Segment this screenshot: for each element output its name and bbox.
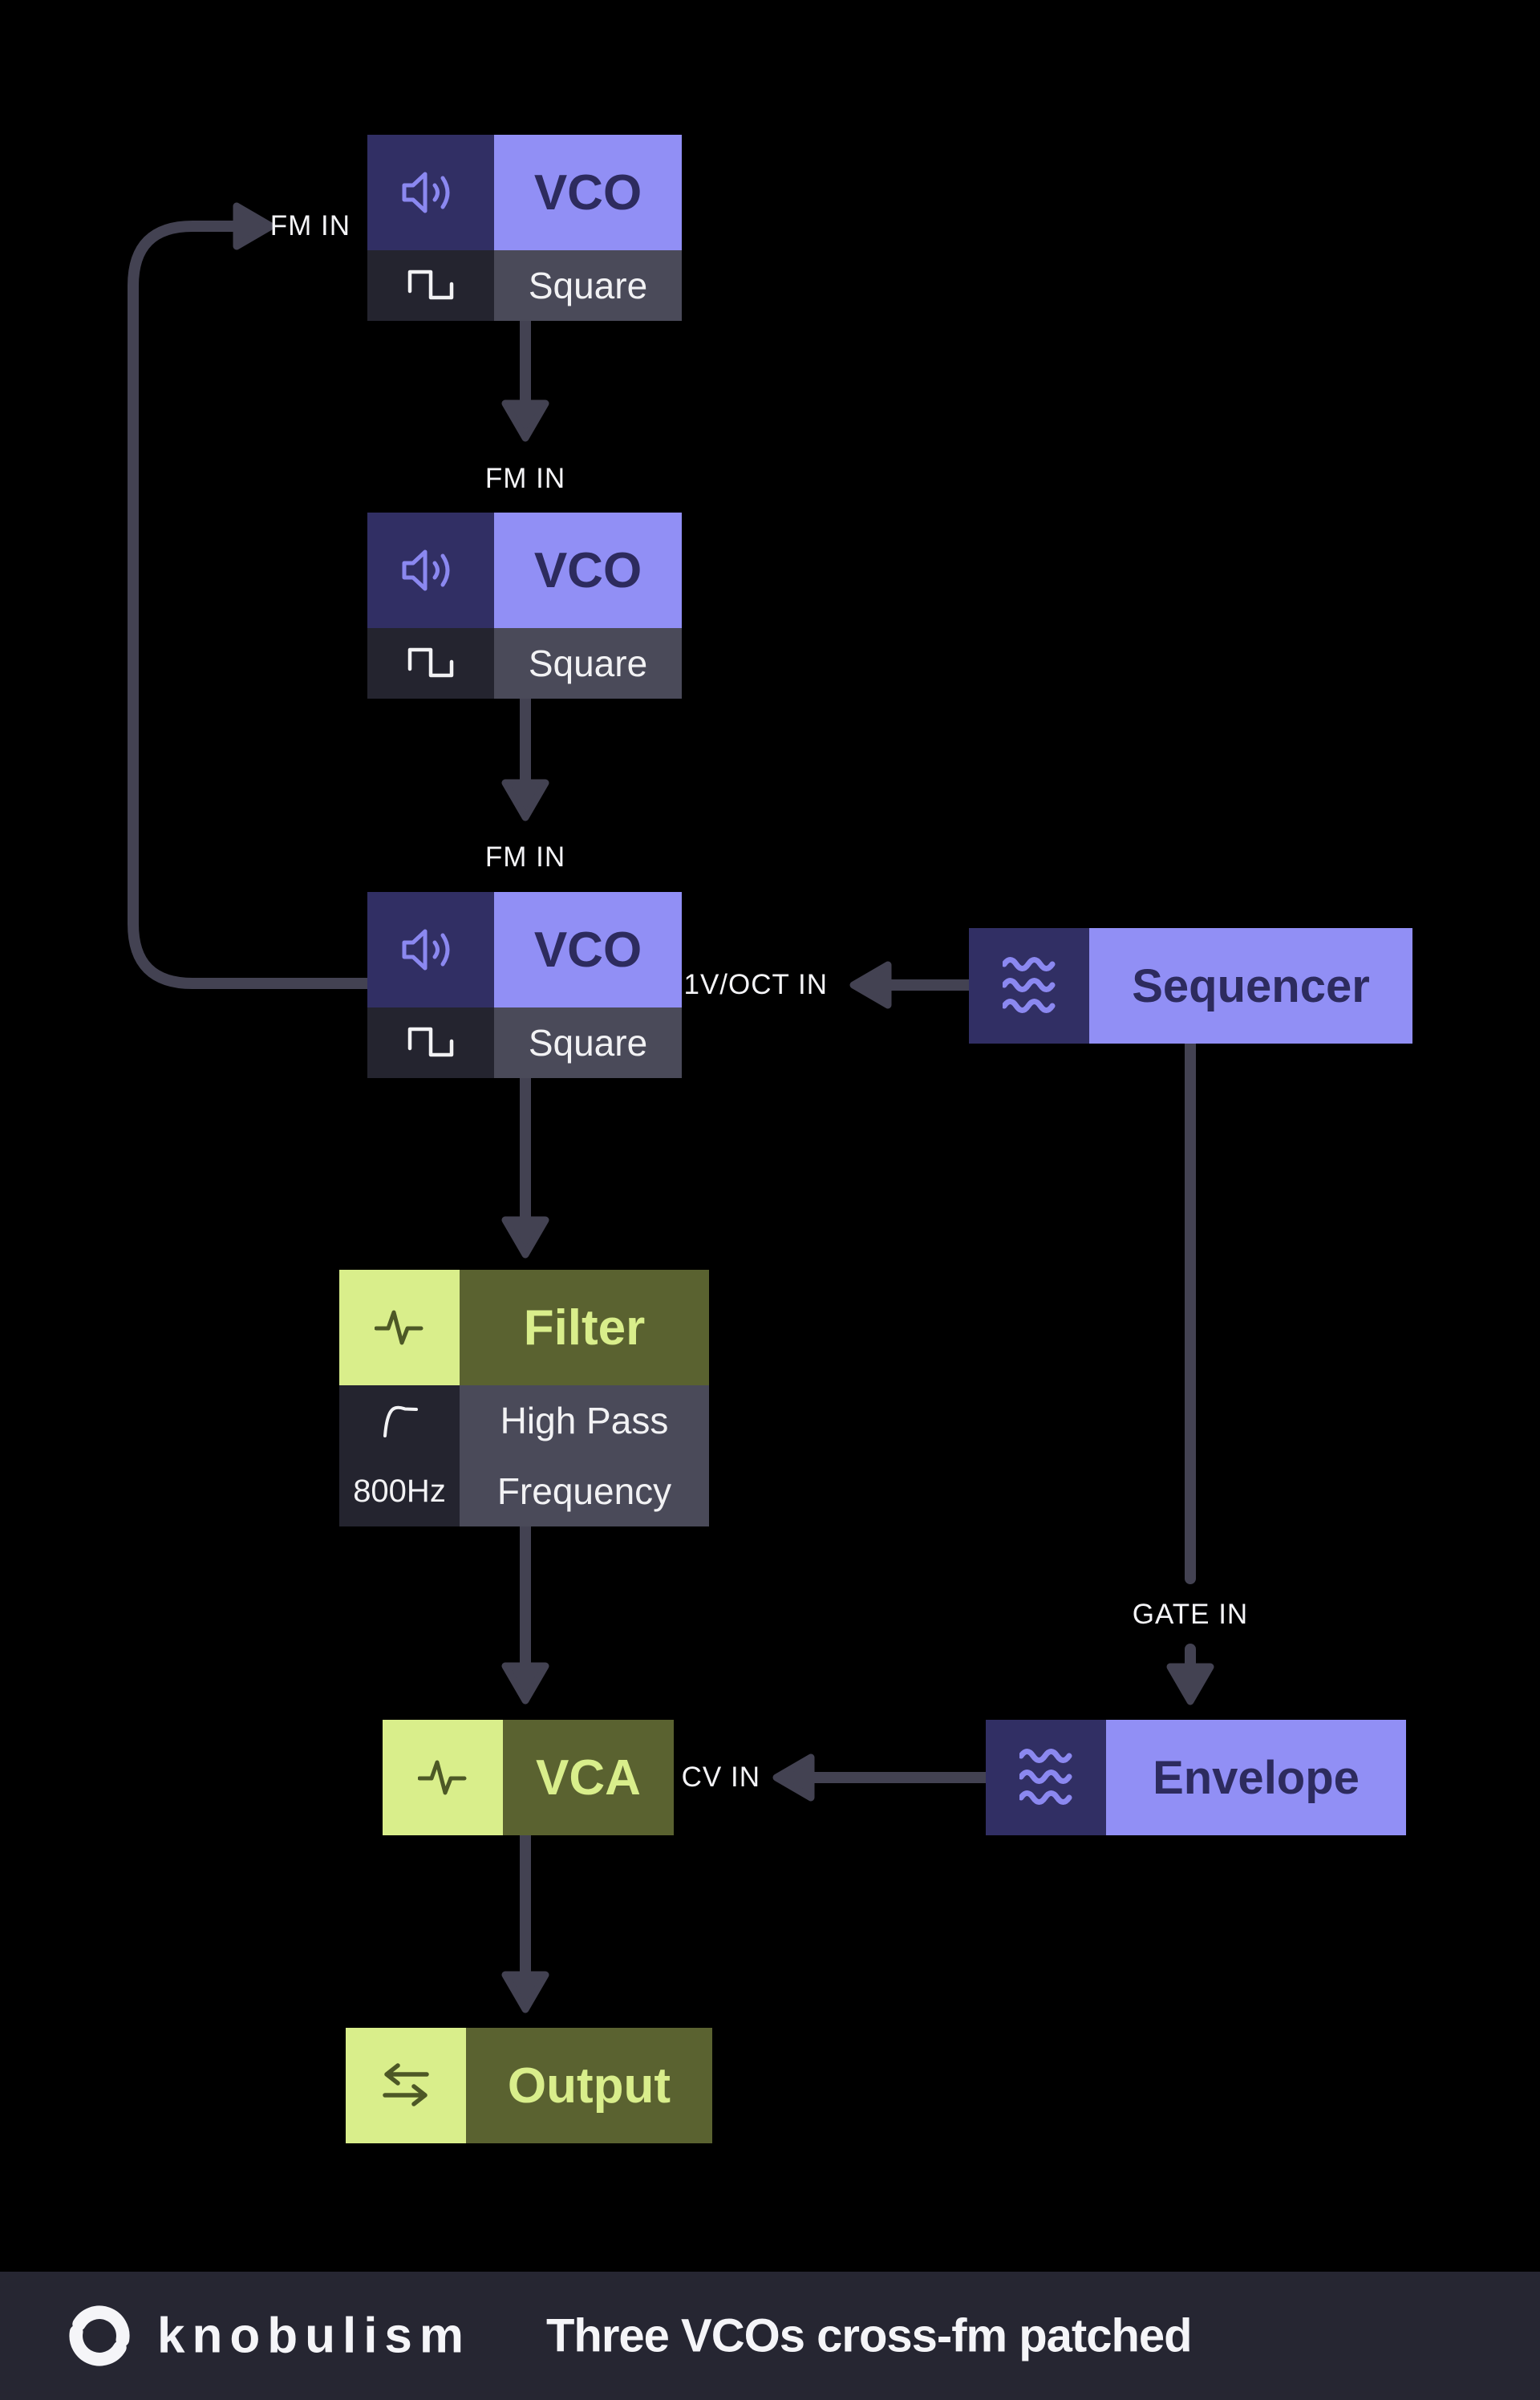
brand-name: knobulism bbox=[157, 2308, 472, 2364]
cable-vco3-feedback-vco1 bbox=[128, 221, 539, 989]
transfer-arrows-icon bbox=[383, 2063, 429, 2106]
pulse-icon bbox=[375, 1310, 424, 1345]
highpass-curve-icon bbox=[383, 1405, 418, 1437]
square-wave-icon bbox=[407, 270, 454, 300]
node-title: VCA bbox=[536, 1749, 641, 1806]
v-oct-in-label: 1V/OCT IN bbox=[683, 969, 828, 1000]
filter-frequency-value: 800Hz bbox=[353, 1473, 446, 1509]
cv-in-label: CV IN bbox=[681, 1761, 760, 1793]
waveform-label: Square bbox=[528, 1022, 648, 1064]
square-wave-icon bbox=[407, 1027, 454, 1057]
patch-title: Three VCOs cross-fm patched bbox=[546, 2309, 1193, 2362]
node-vco-2: VCO Square bbox=[367, 513, 682, 699]
node-vca: VCA bbox=[383, 1720, 674, 1835]
node-sequencer: Sequencer bbox=[969, 928, 1412, 1044]
fm-in-label-mid: FM IN bbox=[484, 463, 566, 494]
filter-frequency-label: Frequency bbox=[496, 1470, 672, 1512]
node-vco-1: VCO Square bbox=[367, 135, 682, 321]
gate-in-label: GATE IN bbox=[1132, 1599, 1249, 1630]
arrowhead-down-icon bbox=[501, 779, 549, 821]
arrowhead-down-icon bbox=[501, 1971, 549, 2013]
node-envelope: Envelope bbox=[986, 1720, 1406, 1835]
arrowhead-right-icon bbox=[233, 202, 275, 250]
arrowhead-down-icon bbox=[501, 1662, 549, 1705]
node-filter: Filter High Pass 800Hz Frequency bbox=[339, 1270, 709, 1526]
filter-type-label: High Pass bbox=[500, 1400, 669, 1441]
waves-icon bbox=[1019, 1749, 1072, 1805]
square-wave-icon bbox=[407, 647, 454, 678]
node-vco-3: VCO Square bbox=[367, 892, 682, 1078]
node-title: VCO bbox=[533, 164, 642, 221]
waves-icon bbox=[1003, 957, 1056, 1013]
node-title: Output bbox=[507, 2057, 671, 2114]
footer-bar: knobulism Three VCOs cross-fm patched bbox=[0, 2272, 1540, 2400]
arrowhead-left-icon bbox=[772, 1753, 815, 1802]
speaker-icon bbox=[402, 549, 450, 591]
arrowhead-down-icon bbox=[501, 1216, 549, 1259]
node-title: VCO bbox=[533, 542, 642, 598]
knob-rotation-logo-icon bbox=[69, 2305, 130, 2366]
node-output: Output bbox=[346, 2028, 712, 2143]
node-title: Sequencer bbox=[1132, 959, 1370, 1012]
fm-in-label-bottom: FM IN bbox=[484, 841, 566, 873]
node-title: Envelope bbox=[1153, 1751, 1360, 1804]
fm-in-label-top: FM IN bbox=[270, 210, 351, 241]
node-title: Filter bbox=[523, 1299, 646, 1356]
node-title: VCO bbox=[533, 922, 642, 978]
arrowhead-left-icon bbox=[849, 961, 892, 1009]
speaker-icon bbox=[402, 172, 450, 213]
waveform-label: Square bbox=[528, 643, 648, 684]
waveform-label: Square bbox=[528, 265, 648, 306]
arrowhead-down-icon bbox=[501, 399, 549, 442]
speaker-icon bbox=[402, 929, 450, 971]
arrowhead-down-icon bbox=[1166, 1663, 1214, 1705]
pulse-icon bbox=[418, 1760, 467, 1795]
